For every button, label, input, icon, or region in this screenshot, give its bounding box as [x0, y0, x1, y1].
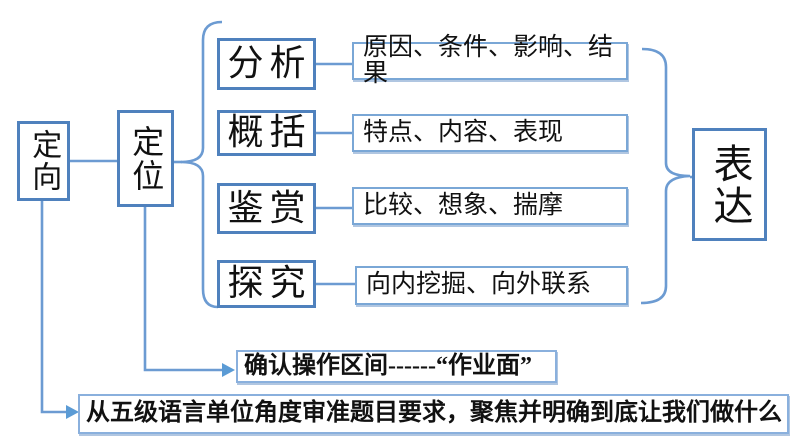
detail-text: 向内挖掘、向外联系	[366, 271, 592, 299]
stage1-box: 定向	[17, 121, 70, 201]
detail-text: 原因、条件、影响、结果	[363, 33, 614, 87]
detail-box-summarize: 特点、内容、表现	[352, 114, 628, 152]
detail-text: 特点、内容、表现	[363, 118, 564, 146]
detail-box-analyze: 原因、条件、影响、结果	[352, 34, 628, 87]
operation-label: 探究	[227, 263, 312, 304]
connector-stage2-note	[143, 207, 224, 372]
operation-label: 鉴赏	[227, 187, 312, 228]
detail-box-explore: 向内挖掘、向外联系	[355, 266, 628, 305]
operation-label: 概括	[227, 112, 312, 153]
left-brace	[180, 20, 223, 309]
stage1-note-text: 从五级语言单位角度审准题目要求，聚焦并明确到底让我们做什么	[86, 400, 782, 427]
stage3-label: 表达	[707, 142, 753, 227]
stage2-label: 定位	[128, 124, 165, 193]
operation-box-summarize: 概括	[217, 110, 316, 156]
stage2-box: 定位	[117, 110, 174, 207]
stage1-note-box: 从五级语言单位角度审准题目要求，聚焦并明确到底让我们做什么	[78, 394, 789, 434]
arrowhead-stage2-note-icon	[222, 363, 235, 377]
connector-stage1-note	[40, 201, 68, 414]
stage2-note-text: 确认操作区间------“作业面”	[244, 352, 532, 379]
arrowhead-stage1-note-icon	[66, 405, 79, 419]
right-brace	[640, 47, 691, 305]
detail-text: 比较、想象、揣摩	[363, 191, 564, 219]
operation-label: 分析	[227, 43, 312, 84]
stage2-note-box: 确认操作区间------“作业面”	[236, 350, 557, 383]
operation-box-analyze: 分析	[217, 38, 316, 90]
detail-box-appreciate: 比较、想象、揣摩	[352, 187, 628, 225]
stage1-label: 定向	[27, 129, 61, 193]
stage3-box: 表达	[692, 128, 767, 241]
operation-box-explore: 探究	[217, 260, 316, 308]
operation-box-appreciate: 鉴赏	[217, 183, 316, 234]
